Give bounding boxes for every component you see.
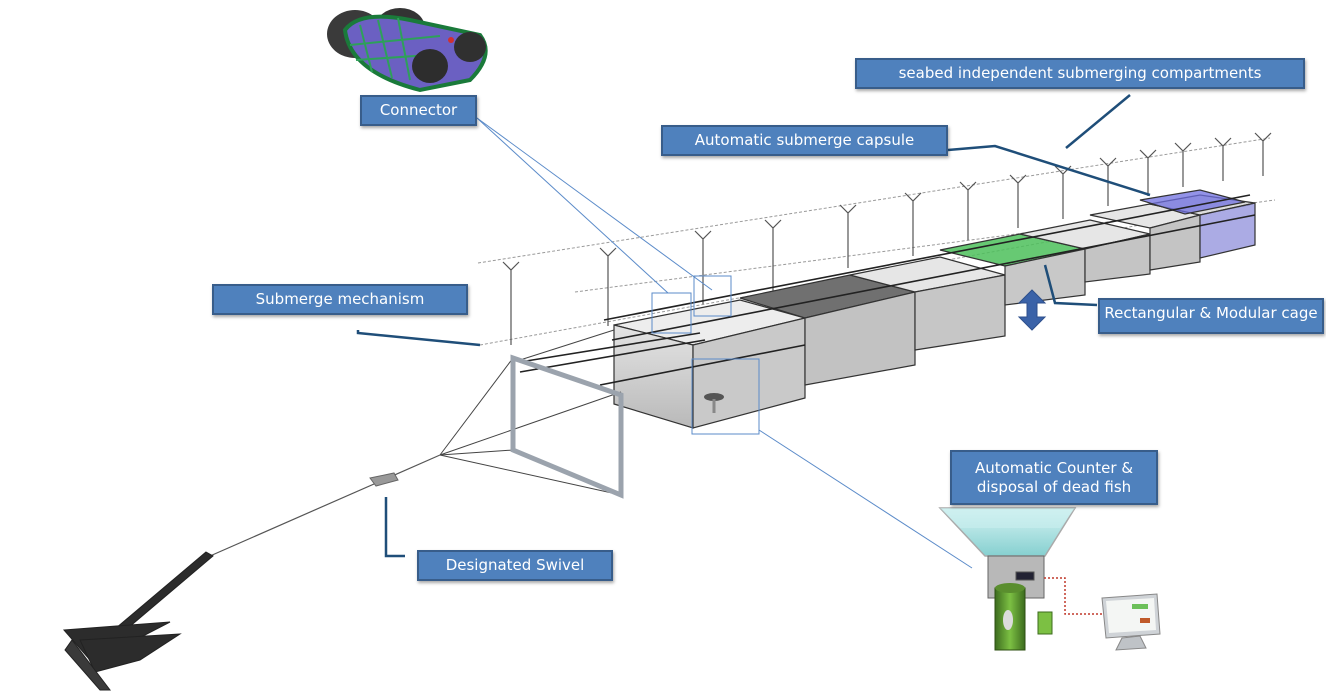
cage-frame-rails [519, 194, 1256, 386]
dead-fish-collector [704, 393, 724, 413]
buoy-hangers [502, 132, 1272, 345]
anchor-icon [62, 551, 214, 691]
monitor-icon [1101, 593, 1161, 651]
connector-label: Connector [360, 95, 477, 126]
bridle-lines [439, 329, 622, 496]
submerge-mechanism-label: Submerge mechanism [212, 284, 468, 315]
connector-callout-lines [476, 117, 973, 569]
rectangular-cage-label: Rectangular & Modular cage [1098, 298, 1324, 334]
connector-device-icon [327, 8, 488, 93]
label-leader-lines [356, 94, 1151, 558]
submerge-capsule-label: Automatic submerge capsule [661, 125, 948, 156]
seabed-compartments-label: seabed independent submerging compartmen… [855, 58, 1305, 89]
submerge-frame [510, 354, 624, 499]
counter-disposal-label: Automatic Counter & disposal of dead fis… [950, 450, 1158, 505]
swivel-icon [369, 472, 399, 487]
updown-arrow-icon [1017, 289, 1047, 331]
detail-highlight-boxes [651, 275, 760, 435]
designated-swivel-label: Designated Swivel [417, 550, 613, 581]
mooring-line [209, 454, 441, 557]
counter-disposal-unit [938, 507, 1104, 651]
